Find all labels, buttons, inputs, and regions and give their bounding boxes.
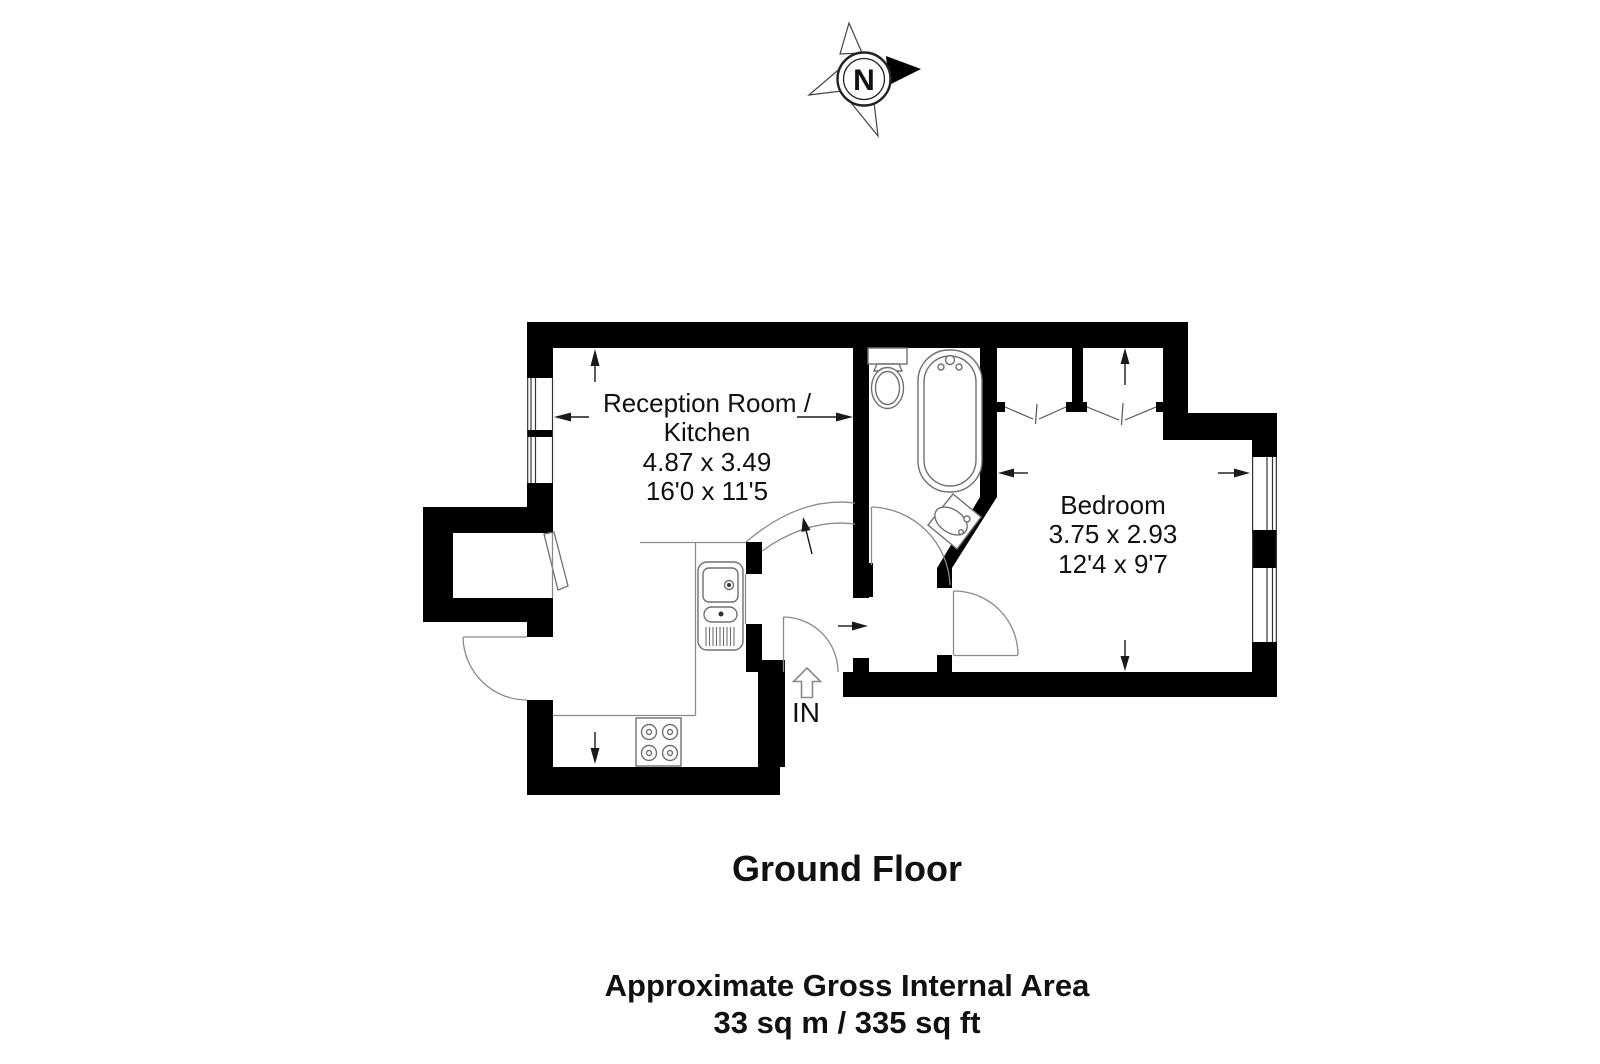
window-east-1 [1252,457,1277,530]
closet-fold-tick [1034,403,1038,425]
entry-door-arc [783,616,839,673]
floor-title: Ground Floor [732,848,962,889]
closet-fold-line [1086,406,1120,421]
dim-arrow-arch [801,517,811,532]
wall-bathroom-west [853,348,869,598]
wall-top [527,322,1188,348]
bedroom-size-metric: 3.75 x 2.93 [1049,519,1178,549]
wall-northeast [1163,348,1188,413]
kitchen-sink-icon [697,561,744,651]
wall-counter-stub [746,542,762,574]
wall-west-mid [527,483,553,507]
west-door-arc [462,636,528,701]
entrance-arrow-icon [791,666,823,699]
arch-opening-upper [745,501,856,543]
wall-entry-pier [758,660,785,767]
bedroom-size-imperial: 12'4 x 9'7 [1058,549,1168,579]
stove-icon [635,717,682,767]
wall-step [1163,413,1277,440]
basin-icon [927,493,982,551]
wall-hall-stub [853,658,869,672]
doors [462,501,1019,701]
wall-closet-mullion-foot [1066,402,1087,412]
wall-bathroom-door-jamb [853,563,873,597]
wall-closet-stub-right [1156,402,1168,412]
windows [527,378,1277,642]
dim-arrow-down [590,748,600,764]
compass: N [807,21,921,138]
dim-arrow-left [554,412,571,422]
compass-point-south [850,101,879,138]
compass-outer-ring [836,51,892,107]
wall-west-below-extension [527,598,553,637]
wall-east-window-mullion [1252,530,1277,568]
reception-name-line1: Reception Room / [603,388,812,418]
wall-extension-bottom [423,598,530,622]
reception-size-metric: 4.87 x 3.49 [643,447,772,477]
bathroom-door-arc [871,506,951,586]
reception-room-label: Reception Room / Kitchen 4.87 x 3.49 16'… [603,388,812,506]
toilet-icon [867,347,908,410]
dim-arrow-hall [852,621,868,631]
dim-arrow-closet-up [1120,348,1130,364]
compass-inner-ring [842,57,886,101]
wall-closet-mullion [1072,348,1083,404]
compass-arrow-icon [886,56,921,85]
bathtub-icon [917,349,983,493]
reception-name-line2: Kitchen [664,417,751,447]
dim-arrow-bedroom-left [998,468,1014,478]
wall-kitchen-bottom [527,767,780,795]
bedroom-name: Bedroom [1060,490,1166,520]
dim-arrow-right [836,412,853,422]
closet-fold-line [1038,406,1067,420]
wall-south [843,672,1277,697]
area-heading: Approximate Gross Internal Area [605,968,1090,1003]
wall-east-lower [1252,642,1277,697]
window-east-2 [1252,568,1277,642]
entrance-label: IN [792,697,820,728]
dim-arrow-bedroom-down [1120,656,1130,671]
wall-closet-stub-left [993,402,1005,412]
wall-west-upper [527,348,553,378]
area-value: 33 sq m / 335 sq ft [713,1005,980,1040]
wall-east-upper [1252,440,1277,457]
dim-arrow-bedroom-right [1234,468,1250,478]
bedroom-closet-doors [1004,402,1157,426]
bedroom-label: Bedroom 3.75 x 2.93 12'4 x 9'7 [1049,490,1178,579]
reception-size-imperial: 16'0 x 11'5 [646,476,768,506]
wall-bathroom-east [980,348,997,497]
bedroom-door-arc [953,590,1019,656]
wall-stub-bedroom-door [937,655,952,672]
dimension-arrows [554,348,1250,764]
storage-door-panel [543,531,569,591]
compass-point-north [839,21,863,55]
closet-fold-line [1004,406,1034,420]
walls [423,322,1277,795]
kitchen-counter [553,541,747,717]
dim-arrow-up [590,349,600,366]
closet-fold-tick [1120,402,1124,426]
wall-west-window-mullion [527,430,553,437]
compass-north-label: N [853,64,875,97]
wall-west-lower [527,700,553,767]
closet-fold-line [1124,406,1157,421]
